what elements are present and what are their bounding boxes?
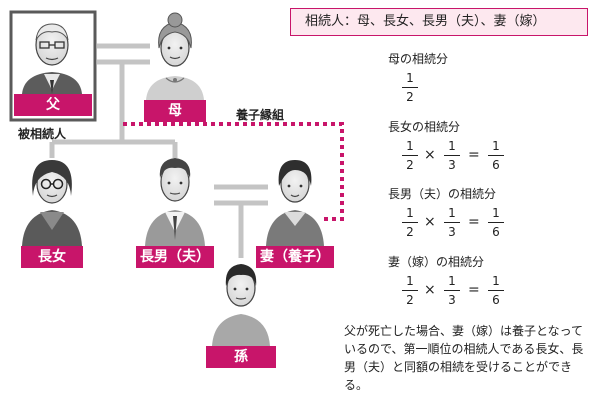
eldest-son-label: 長男（夫）: [136, 246, 214, 268]
share-title: 妻（嫁）の相続分: [388, 255, 485, 269]
adoption-dotted-line: [123, 122, 344, 221]
times-sign: ×: [424, 282, 436, 298]
elderly-woman-icon: [146, 12, 204, 100]
tree-lines: [49, 43, 268, 258]
equals-sign: =: [468, 147, 480, 163]
father-label: 父: [14, 94, 92, 116]
share-title: 長男（夫）の相続分: [388, 187, 497, 201]
times-sign: ×: [424, 214, 436, 230]
elderly-man-icon: [22, 23, 82, 94]
grandchild-label: 孫: [206, 346, 276, 368]
explanation-note: 父が死亡した場合、妻（嫁）は養子となっているので、第一順位の相続人である長女、長…: [344, 324, 584, 392]
boy-icon: [212, 264, 270, 346]
equals-sign: =: [468, 214, 480, 230]
adoption-label: 養子縁組: [236, 108, 285, 122]
woman-icon: [266, 160, 324, 246]
share-title: 長女の相続分: [388, 120, 461, 134]
mother-label: 母: [144, 100, 206, 122]
man-suit-icon: [145, 158, 205, 246]
woman-glasses-icon: [22, 160, 82, 246]
equals-sign: =: [468, 282, 480, 298]
heirs-box: 相続人：母、長女、長男（夫）、妻（嫁）: [290, 8, 588, 36]
eldest-daughter-label: 長女: [21, 246, 83, 268]
times-sign: ×: [424, 147, 436, 163]
share-title: 母の相続分: [388, 52, 449, 66]
wife-label: 妻（養子）: [256, 246, 334, 268]
decedent-caption: 被相続人: [18, 127, 67, 141]
